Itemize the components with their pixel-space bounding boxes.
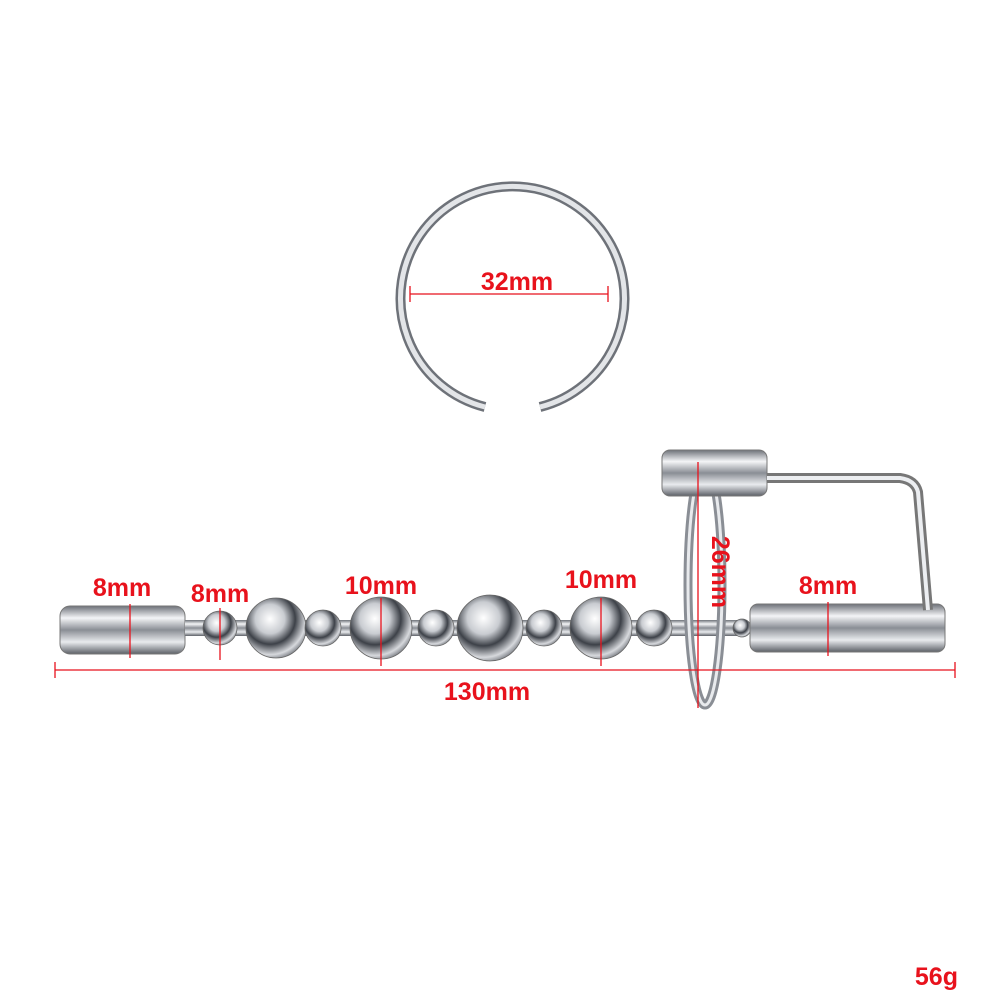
bead: [525, 609, 563, 647]
tip-diameter-label: 8mm: [93, 574, 151, 602]
bead: [635, 609, 673, 647]
bead: [304, 609, 342, 647]
ring-diameter-label: 32mm: [481, 268, 553, 296]
bead: [456, 594, 524, 662]
bead: [245, 597, 307, 659]
bead: [417, 609, 455, 647]
length-label: 130mm: [444, 678, 530, 706]
small-bead-label: 8mm: [191, 580, 249, 608]
bead-label-1: 10mm: [345, 572, 417, 600]
ring: [395, 181, 630, 412]
bead: [732, 618, 752, 638]
plate-label: 26mm: [706, 536, 734, 608]
beads: [202, 594, 752, 662]
bead-label-2: 10mm: [565, 566, 637, 594]
top-cylinder: [661, 449, 768, 497]
ring-diameter-dimension: 32mm: [409, 268, 609, 302]
rod-dimensions: 8mm 8mm 10mm 10mm 8mm 26mm 130mm: [54, 462, 956, 708]
weight-label: 56g: [915, 963, 958, 991]
end-diameter-label: 8mm: [799, 572, 857, 600]
